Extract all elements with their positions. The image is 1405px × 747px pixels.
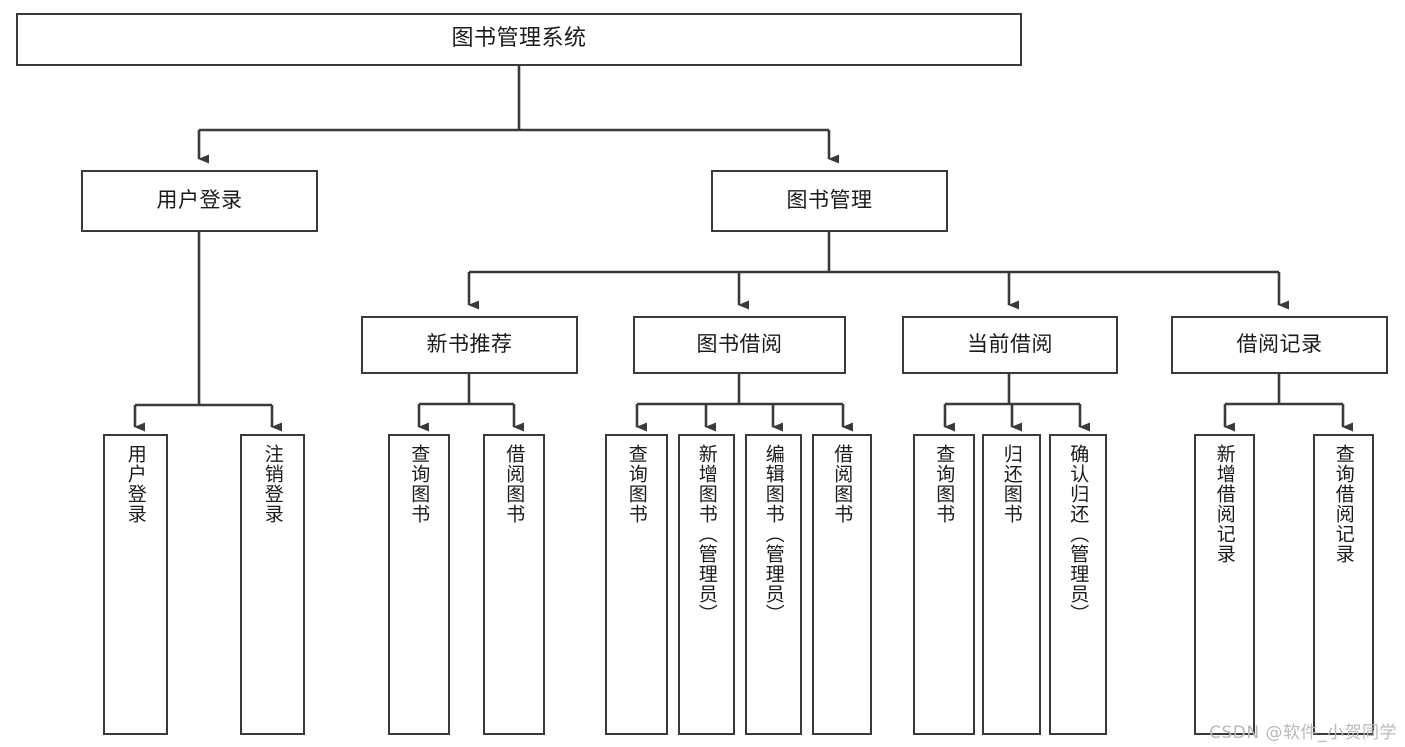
node-borrow-record[interactable]: 借阅记录 xyxy=(1171,316,1388,374)
node-leaf-borrow-book-recommend[interactable]: 借阅图书 xyxy=(483,434,545,735)
node-label: 查询图书 xyxy=(408,444,431,524)
node-leaf-borrow-book-borrow[interactable]: 借阅图书 xyxy=(812,434,872,735)
node-leaf-query-borrow-record[interactable]: 查询借阅记录 xyxy=(1313,434,1374,735)
csdn-watermark: CSDN @软件_小贺同学 xyxy=(1209,723,1397,743)
node-label: 新书推荐 xyxy=(426,332,513,357)
node-label: 注销登录 xyxy=(261,444,284,524)
node-label: 当前借阅 xyxy=(967,332,1053,357)
node-label: 查询借阅记录 xyxy=(1332,444,1355,564)
node-label: 查询图书 xyxy=(625,444,648,524)
node-leaf-add-book-admin[interactable]: 新增图书（管理员） xyxy=(678,434,735,735)
node-label: 图书管理 xyxy=(786,188,873,213)
node-leaf-query-book-recommend[interactable]: 查询图书 xyxy=(388,434,450,735)
node-book-borrow[interactable]: 图书借阅 xyxy=(633,316,846,374)
node-new-book-recommend[interactable]: 新书推荐 xyxy=(361,316,578,374)
node-label: 图书管理系统 xyxy=(451,26,587,52)
node-book-management[interactable]: 图书管理 xyxy=(711,170,948,232)
node-leaf-return-book[interactable]: 归还图书 xyxy=(982,434,1041,735)
node-label: 确认归还（管理员） xyxy=(1067,444,1090,624)
node-leaf-confirm-return-admin[interactable]: 确认归还（管理员） xyxy=(1049,434,1107,735)
node-label: 查询图书 xyxy=(933,444,956,524)
node-label: 借阅图书 xyxy=(503,444,526,524)
node-label: 用户登录 xyxy=(124,444,147,524)
node-leaf-logout-login[interactable]: 注销登录 xyxy=(240,434,305,735)
node-label: 图书借阅 xyxy=(696,332,783,357)
node-label: 借阅图书 xyxy=(831,444,854,524)
node-leaf-query-book-current[interactable]: 查询图书 xyxy=(913,434,975,735)
node-label: 编辑图书（管理员） xyxy=(762,444,785,624)
node-leaf-edit-book-admin[interactable]: 编辑图书（管理员） xyxy=(745,434,802,735)
node-root-book-management-system[interactable]: 图书管理系统 xyxy=(16,13,1022,66)
node-label: 新增借阅记录 xyxy=(1213,444,1236,564)
node-leaf-user-login[interactable]: 用户登录 xyxy=(103,434,168,735)
node-current-borrow[interactable]: 当前借阅 xyxy=(902,316,1118,374)
node-leaf-query-book-borrow[interactable]: 查询图书 xyxy=(605,434,668,735)
node-leaf-add-borrow-record[interactable]: 新增借阅记录 xyxy=(1194,434,1255,735)
node-label: 归还图书 xyxy=(1000,444,1023,524)
node-user-login[interactable]: 用户登录 xyxy=(81,170,318,232)
node-label: 新增图书（管理员） xyxy=(695,444,718,624)
node-label: 用户登录 xyxy=(156,188,243,213)
node-label: 借阅记录 xyxy=(1236,332,1323,357)
